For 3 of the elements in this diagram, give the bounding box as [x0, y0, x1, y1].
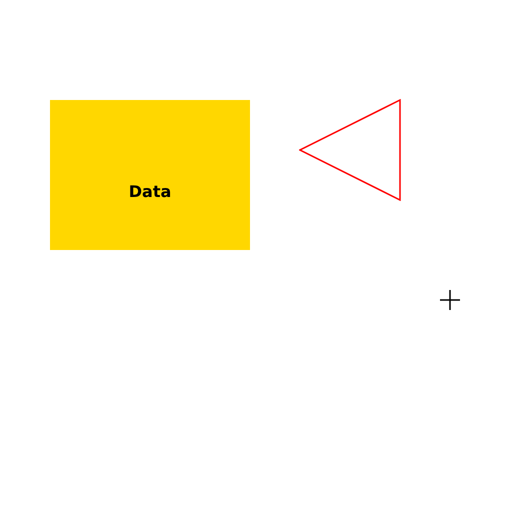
data-box — [50, 100, 250, 250]
box-label: Data — [128, 182, 172, 200]
triangle-shape — [299, 99, 401, 201]
